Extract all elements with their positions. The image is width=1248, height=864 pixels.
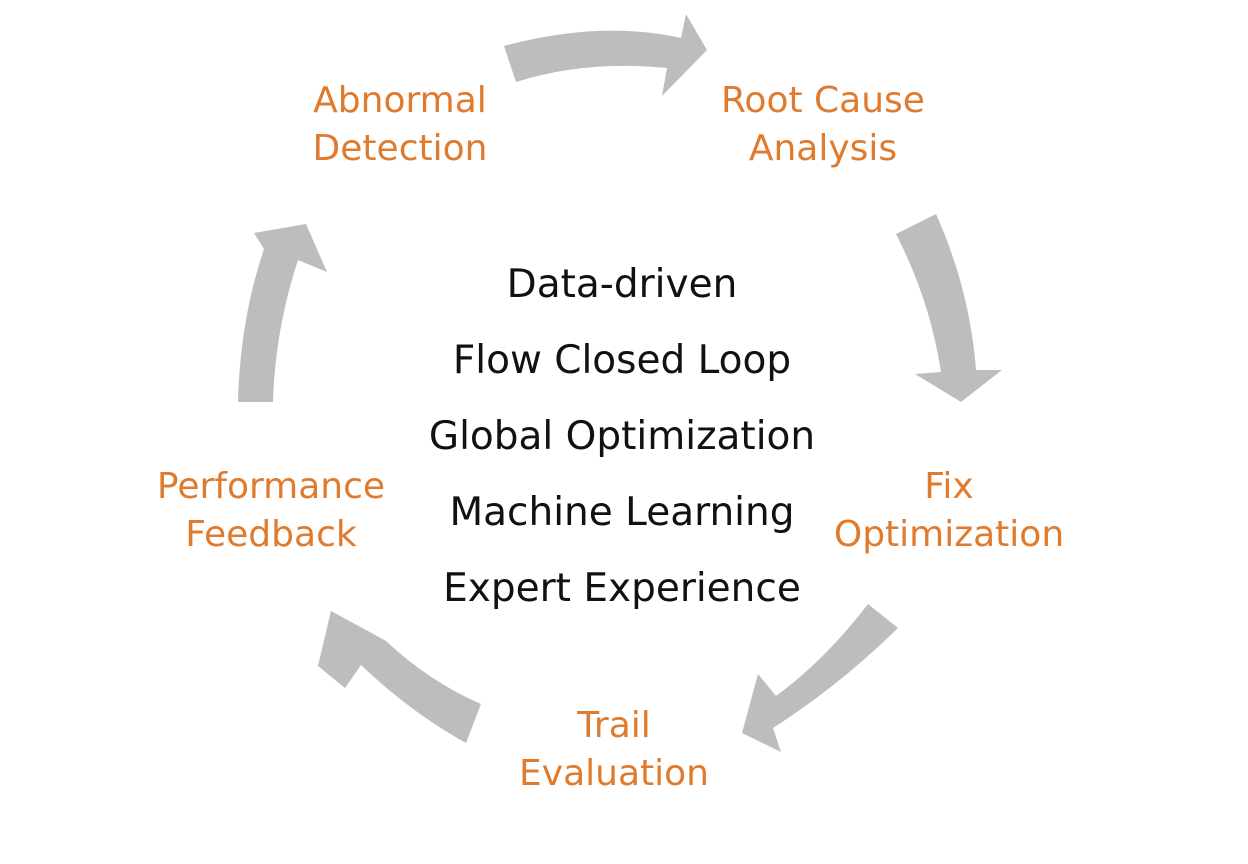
stage-root-cause-analysis: Root Cause Analysis (721, 77, 925, 173)
arrow-feedback-to-detection (238, 224, 327, 402)
center-line-machine-learning: Machine Learning (449, 490, 795, 535)
center-line-flow-closed-loop: Flow Closed Loop (452, 338, 792, 383)
stage-label-line1: Fix (924, 466, 974, 507)
center-line-data-driven: Data-driven (506, 262, 738, 307)
arrow-analysis-to-fix (896, 214, 1002, 402)
center-principles: Data-driven Flow Closed Loop Global Opti… (429, 247, 815, 627)
stage-label-line2: Feedback (185, 514, 357, 555)
center-line-expert-experience: Expert Experience (443, 566, 801, 611)
stage-label-line1: Root Cause (721, 80, 925, 121)
arrow-detection-to-analysis (504, 14, 707, 96)
arrow-evaluation-to-feedback (318, 611, 481, 743)
arrow-fix-to-evaluation (742, 604, 898, 752)
stage-label-line1: Abnormal (313, 80, 487, 121)
stage-performance-feedback: Performance Feedback (157, 463, 385, 559)
stage-label-line2: Detection (312, 128, 488, 169)
stage-label-line2: Evaluation (519, 753, 709, 794)
stage-label-line1: Trail (577, 705, 651, 746)
center-line-global-optimization: Global Optimization (428, 414, 816, 459)
stage-fix-optimization: Fix Optimization (834, 463, 1064, 559)
stage-label-line2: Optimization (833, 514, 1065, 555)
stage-trail-evaluation: Trail Evaluation (519, 702, 709, 798)
stage-abnormal-detection: Abnormal Detection (313, 77, 488, 173)
stage-label-line2: Analysis (748, 128, 898, 169)
stage-label-line1: Performance (156, 466, 386, 507)
